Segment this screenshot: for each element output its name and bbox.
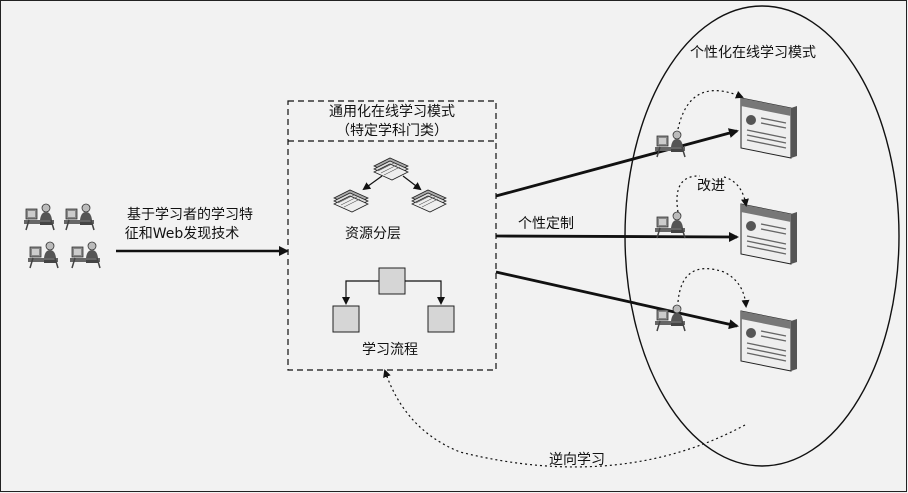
resource-layers-label: 资源分层 (345, 226, 401, 242)
web-page-icon (740, 310, 798, 372)
flowchart-box-icon (332, 305, 360, 333)
improve-arc-bottom (677, 268, 750, 308)
personalized-model-title: 个性化在线学习模式 (690, 45, 816, 61)
document-stack-icon (411, 189, 447, 213)
web-page-icon (740, 97, 798, 159)
left-label-line1: 基于学习者的学习特 (127, 206, 253, 223)
reverse-learning-arc (383, 369, 746, 468)
left-label-line2: 征和Web发现技术 (125, 226, 240, 242)
flow-arrow-left (342, 280, 379, 305)
output-arrow-bottom (495, 270, 739, 330)
customize-label: 个性定制 (518, 216, 574, 232)
general-model-box (287, 100, 497, 371)
general-model-title: 通用化在线学习模式 (329, 104, 455, 120)
output-arrow-top (495, 128, 739, 198)
improve-arc-top (677, 90, 744, 130)
learner-icon (23, 203, 55, 231)
learner-icon (69, 241, 101, 269)
web-page-icon (740, 203, 798, 265)
document-stack-icon (333, 189, 369, 213)
flow-arrow-right (405, 280, 445, 305)
docs-arrow-right (402, 175, 422, 191)
improve-label: 改进 (697, 178, 725, 194)
flowchart-box-icon (378, 267, 406, 295)
document-stack-icon (373, 157, 409, 181)
improve-arc-middle (676, 175, 746, 212)
docs-arrow-left (362, 175, 383, 191)
reverse-learning-label: 逆向学习 (549, 452, 605, 468)
flowchart-box-icon (427, 305, 455, 333)
learner-icon (63, 203, 95, 231)
learner-icon (654, 211, 686, 239)
learner-icon (27, 241, 59, 269)
output-arrow-middle (495, 231, 739, 242)
learner-group-left (23, 203, 101, 269)
learning-process-label: 学习流程 (362, 342, 418, 358)
general-model-subtitle: （特定学科门类） (336, 123, 448, 139)
